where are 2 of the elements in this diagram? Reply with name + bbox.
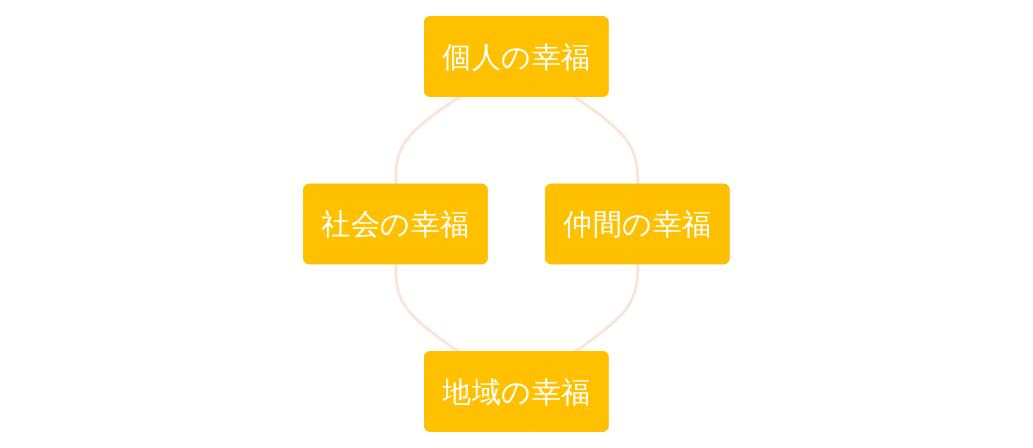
connector [573, 95, 640, 185]
connector [394, 95, 461, 185]
